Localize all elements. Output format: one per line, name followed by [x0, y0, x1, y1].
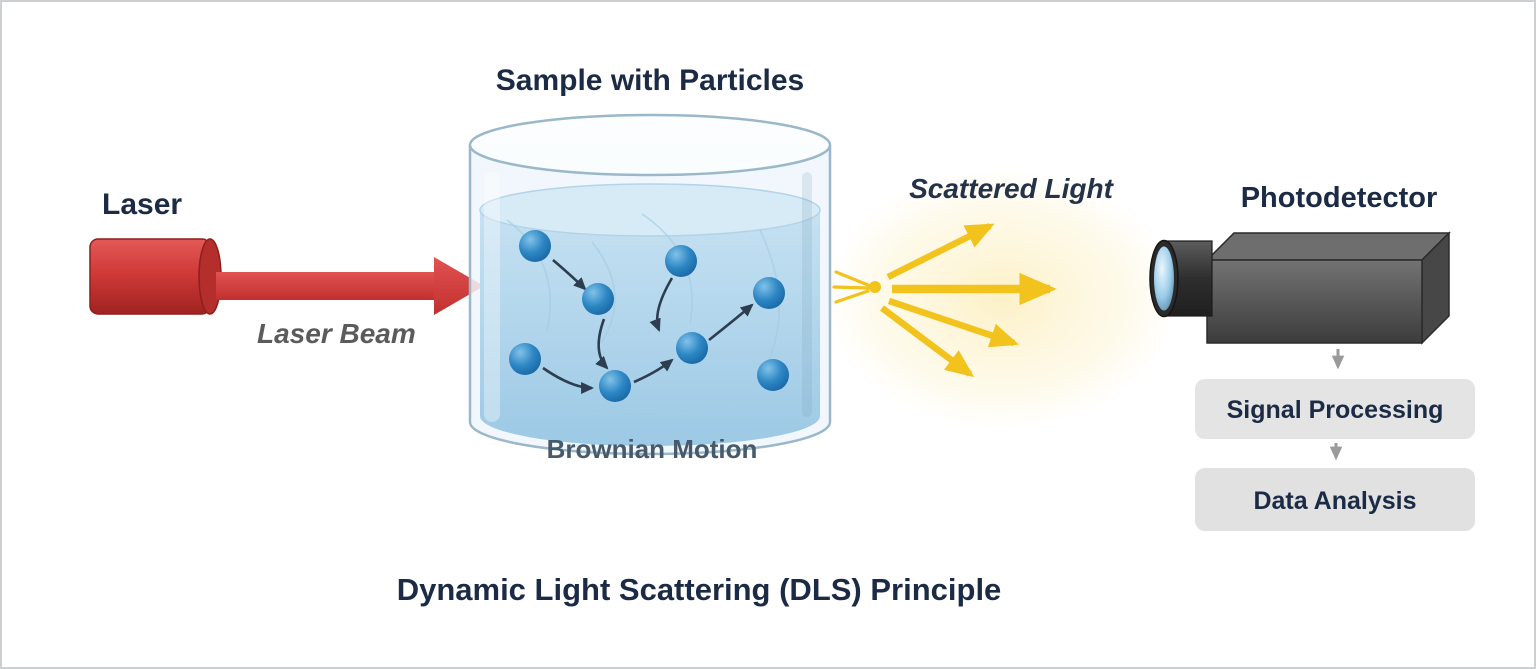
lens-icon [1154, 246, 1174, 311]
laser-beam-arrow [216, 257, 484, 315]
scattered-light-label: Scattered Light [909, 173, 1114, 204]
photodetector-label: Photodetector [1241, 182, 1438, 214]
laser-beam-label: Laser Beam [257, 318, 416, 349]
brownian-motion-label: Brownian Motion [547, 434, 758, 464]
laser-label: Laser [102, 188, 182, 221]
sample-beaker [468, 113, 832, 456]
scattered-light-arrows [827, 169, 1177, 429]
diagram-title: Dynamic Light Scattering (DLS) Principle [397, 572, 1002, 607]
laser-device-icon [89, 238, 222, 315]
brownian-motion-arrows [542, 259, 754, 394]
photodetector-icon [1149, 231, 1451, 345]
sample-label: Sample with Particles [496, 64, 804, 97]
signal-processing-label: Signal Processing [1227, 396, 1444, 424]
sample-particles [509, 230, 789, 402]
signal-processing-box: Signal Processing [1195, 379, 1475, 439]
data-analysis-label: Data Analysis [1253, 487, 1416, 515]
data-analysis-box: Data Analysis [1195, 468, 1475, 531]
